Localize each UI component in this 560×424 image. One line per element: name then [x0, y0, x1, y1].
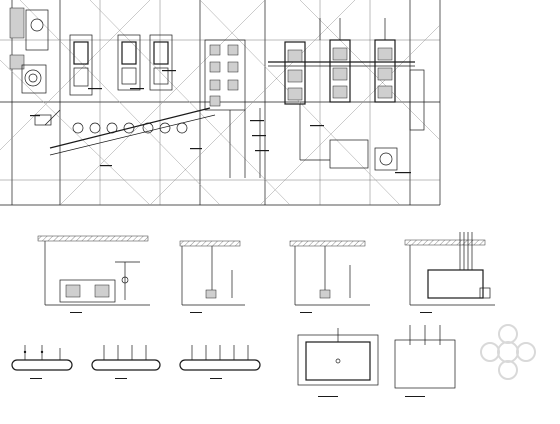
section-view-4: [404, 232, 495, 306]
section-view-3: [289, 240, 370, 306]
tank-detail-1: [297, 328, 379, 386]
flower-watermark-icon: [458, 312, 558, 392]
tank-detail-2: [394, 325, 456, 389]
section-view-1: [37, 235, 150, 306]
manifold-3: [179, 345, 261, 371]
manifold-1: [11, 345, 73, 371]
section-view-2: [179, 240, 245, 306]
plan-view: [0, 0, 441, 206]
manifold-2: [91, 345, 161, 371]
